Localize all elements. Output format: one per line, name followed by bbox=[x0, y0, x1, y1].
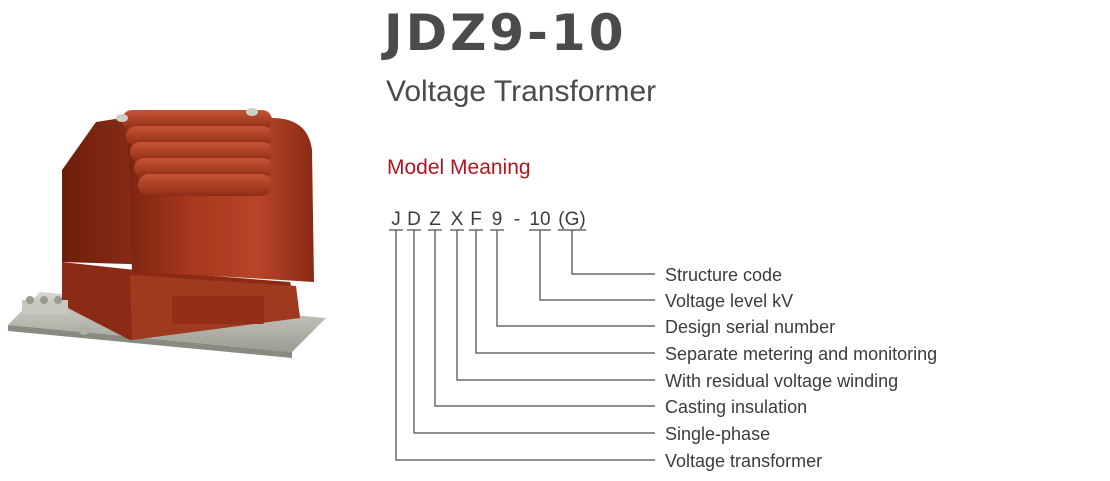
legend-casting-insulation: Casting insulation bbox=[665, 397, 808, 417]
secondary-terminals bbox=[22, 296, 89, 335]
code-char-x: X bbox=[450, 209, 464, 230]
product-subtitle: Voltage Transformer bbox=[386, 75, 657, 108]
code-char-g: (G) bbox=[558, 209, 586, 230]
model-title: JDZ9-10 bbox=[384, 4, 627, 62]
legend-structure-code: Structure code bbox=[665, 265, 783, 285]
legend-single-phase: Single-phase bbox=[665, 424, 771, 444]
code-char-9: 9 bbox=[491, 209, 503, 230]
product-image bbox=[8, 108, 326, 358]
code-char-d: D bbox=[407, 209, 421, 230]
code-char-dash: - bbox=[513, 209, 521, 230]
legend-design-serial: Design serial number bbox=[665, 317, 836, 337]
code-char-10: 10 bbox=[529, 209, 551, 230]
code-char-z: Z bbox=[429, 209, 441, 230]
code-char-j: J bbox=[391, 209, 401, 230]
legend-separate-metering: Separate metering and monitoring bbox=[665, 344, 938, 364]
legend-residual-voltage: With residual voltage winding bbox=[665, 371, 899, 391]
model-meaning-heading: Model Meaning bbox=[387, 156, 531, 179]
insulation-ribs bbox=[122, 110, 272, 196]
legend-voltage-level: Voltage level kV bbox=[665, 291, 794, 311]
legend-voltage-transformer: Voltage transformer bbox=[665, 451, 823, 471]
code-char-f: F bbox=[470, 209, 482, 230]
